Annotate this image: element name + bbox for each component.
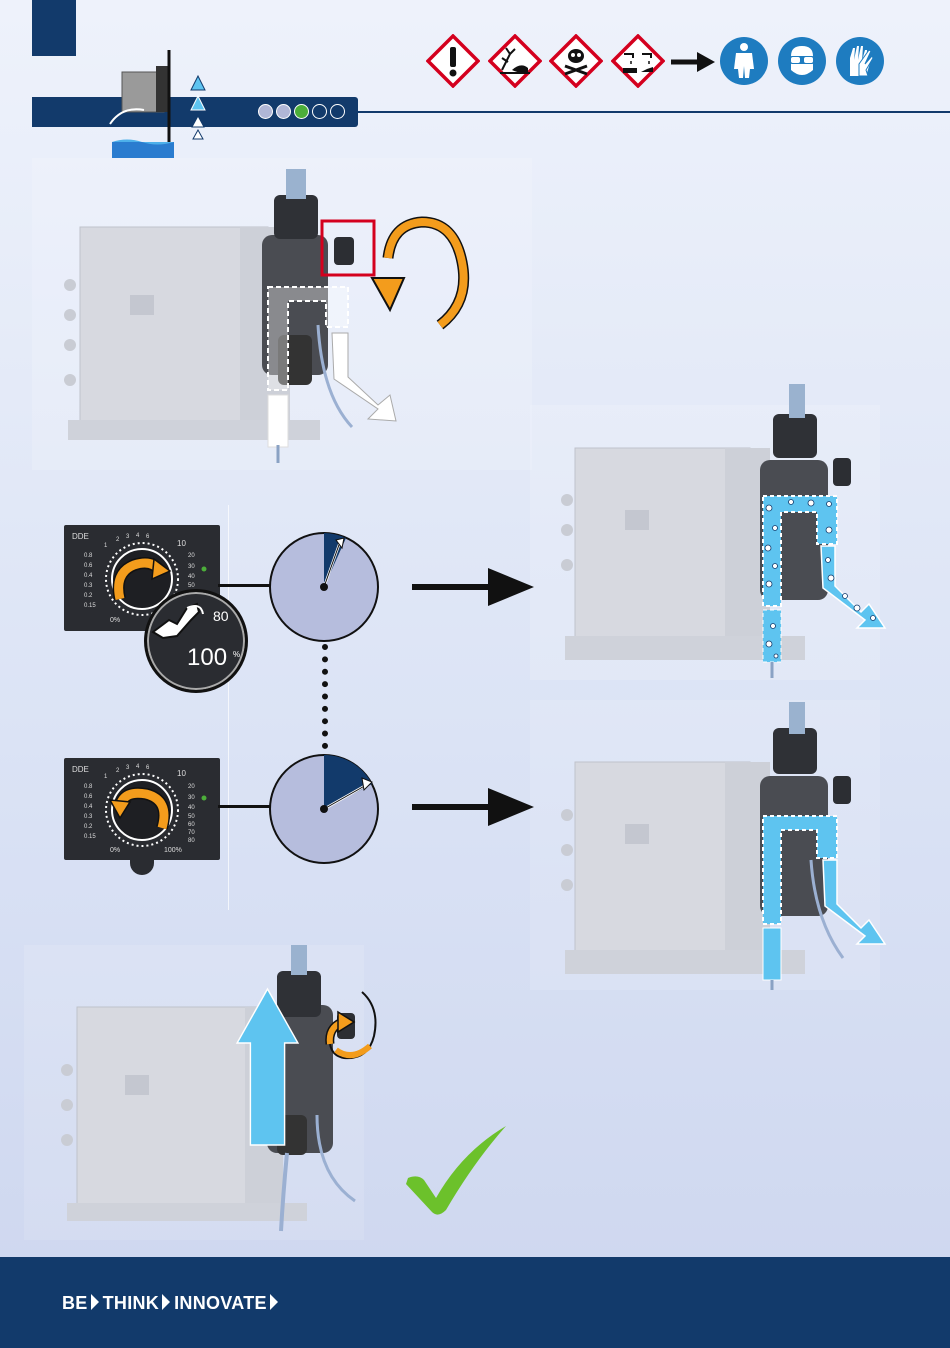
svg-text:4: 4	[136, 764, 140, 770]
pump-installation-thumbnail	[92, 44, 222, 164]
step-dot	[312, 104, 327, 119]
svg-text:0.3: 0.3	[84, 814, 93, 820]
slogan-word: INNOVATE	[174, 1293, 267, 1314]
svg-text:4: 4	[136, 533, 140, 539]
dial-min-label: 0%	[110, 847, 120, 854]
result-arrow-icon	[412, 566, 534, 608]
svg-text:50: 50	[188, 814, 195, 820]
step-dot-current	[294, 104, 309, 119]
arrow-right-icon	[671, 50, 715, 74]
connector-line	[218, 584, 270, 587]
environment-hazard-icon	[488, 34, 542, 88]
svg-text:0.6: 0.6	[84, 563, 93, 569]
svg-text:2: 2	[116, 537, 120, 543]
svg-text:30: 30	[188, 564, 195, 570]
svg-text:20: 20	[188, 553, 195, 559]
svg-text:0.4: 0.4	[84, 573, 93, 579]
chevron-right-icon	[162, 1294, 170, 1310]
check-mark-icon	[402, 1122, 512, 1220]
counterclockwise-arrow-icon	[370, 212, 470, 332]
corner-tab	[32, 0, 76, 56]
slogan: BE THINK INNOVATE	[62, 1293, 282, 1314]
svg-text:3: 3	[126, 534, 130, 540]
step-dot	[330, 104, 345, 119]
svg-text:10: 10	[177, 769, 186, 778]
svg-text:0.2: 0.2	[84, 593, 93, 599]
dial-knob-tab	[130, 855, 154, 875]
dial-max-label: 100%	[164, 847, 182, 854]
pump-air-bubbles-illustration	[555, 380, 895, 680]
clockwise-arrow-icon	[322, 988, 384, 1068]
stroke-length-gauge-100	[268, 530, 382, 644]
header-rule	[358, 111, 950, 113]
svg-text:80: 80	[188, 838, 195, 844]
step-dot	[258, 104, 273, 119]
dial-zoom-magnifier: 80 100 %	[144, 589, 248, 693]
stroke-length-gauge-operating	[268, 752, 382, 866]
result-arrow-icon	[412, 786, 534, 828]
column-divider	[228, 505, 229, 910]
protective-suit-icon	[719, 36, 769, 86]
pump-bubble-free-illustration	[555, 700, 895, 990]
zoom-small-value: 80	[213, 608, 229, 624]
svg-text:0.4: 0.4	[84, 804, 93, 810]
protective-gloves-icon	[835, 36, 885, 86]
svg-text:6: 6	[146, 765, 150, 771]
slogan-word: THINK	[103, 1293, 160, 1314]
toxic-skull-hazard-icon	[549, 34, 603, 88]
svg-text:0.3: 0.3	[84, 583, 93, 589]
svg-text:2: 2	[116, 768, 120, 774]
svg-text:0.2: 0.2	[84, 824, 93, 830]
zoom-unit: %	[233, 650, 240, 659]
svg-text:0.15: 0.15	[84, 834, 96, 840]
connector-line	[218, 805, 270, 808]
svg-text:0.15: 0.15	[84, 603, 96, 609]
chevron-right-icon	[270, 1294, 278, 1310]
svg-text:40: 40	[188, 805, 195, 811]
svg-text:6: 6	[146, 534, 150, 540]
svg-text:30: 30	[188, 795, 195, 801]
step-dot	[276, 104, 291, 119]
slogan-word: BE	[62, 1293, 88, 1314]
svg-text:70: 70	[188, 830, 195, 836]
chevron-right-icon	[91, 1294, 99, 1310]
exclamation-hazard-icon	[426, 34, 480, 88]
svg-text:10: 10	[177, 539, 186, 548]
corrosive-hazard-icon	[611, 34, 665, 88]
svg-text:0.6: 0.6	[84, 794, 93, 800]
dial-min-label: 0%	[110, 617, 120, 624]
svg-text:1: 1	[104, 543, 108, 549]
svg-text:40: 40	[188, 574, 195, 580]
dotted-connector	[322, 644, 328, 749]
svg-text:60: 60	[188, 822, 195, 828]
zoom-large-value: 100	[187, 644, 227, 672]
svg-text:20: 20	[188, 784, 195, 790]
svg-text:0.8: 0.8	[84, 784, 93, 790]
svg-text:0.8: 0.8	[84, 553, 93, 559]
svg-text:3: 3	[126, 765, 130, 771]
safety-goggles-icon	[777, 36, 827, 86]
svg-text:1: 1	[104, 774, 108, 780]
step-indicator	[258, 104, 345, 120]
